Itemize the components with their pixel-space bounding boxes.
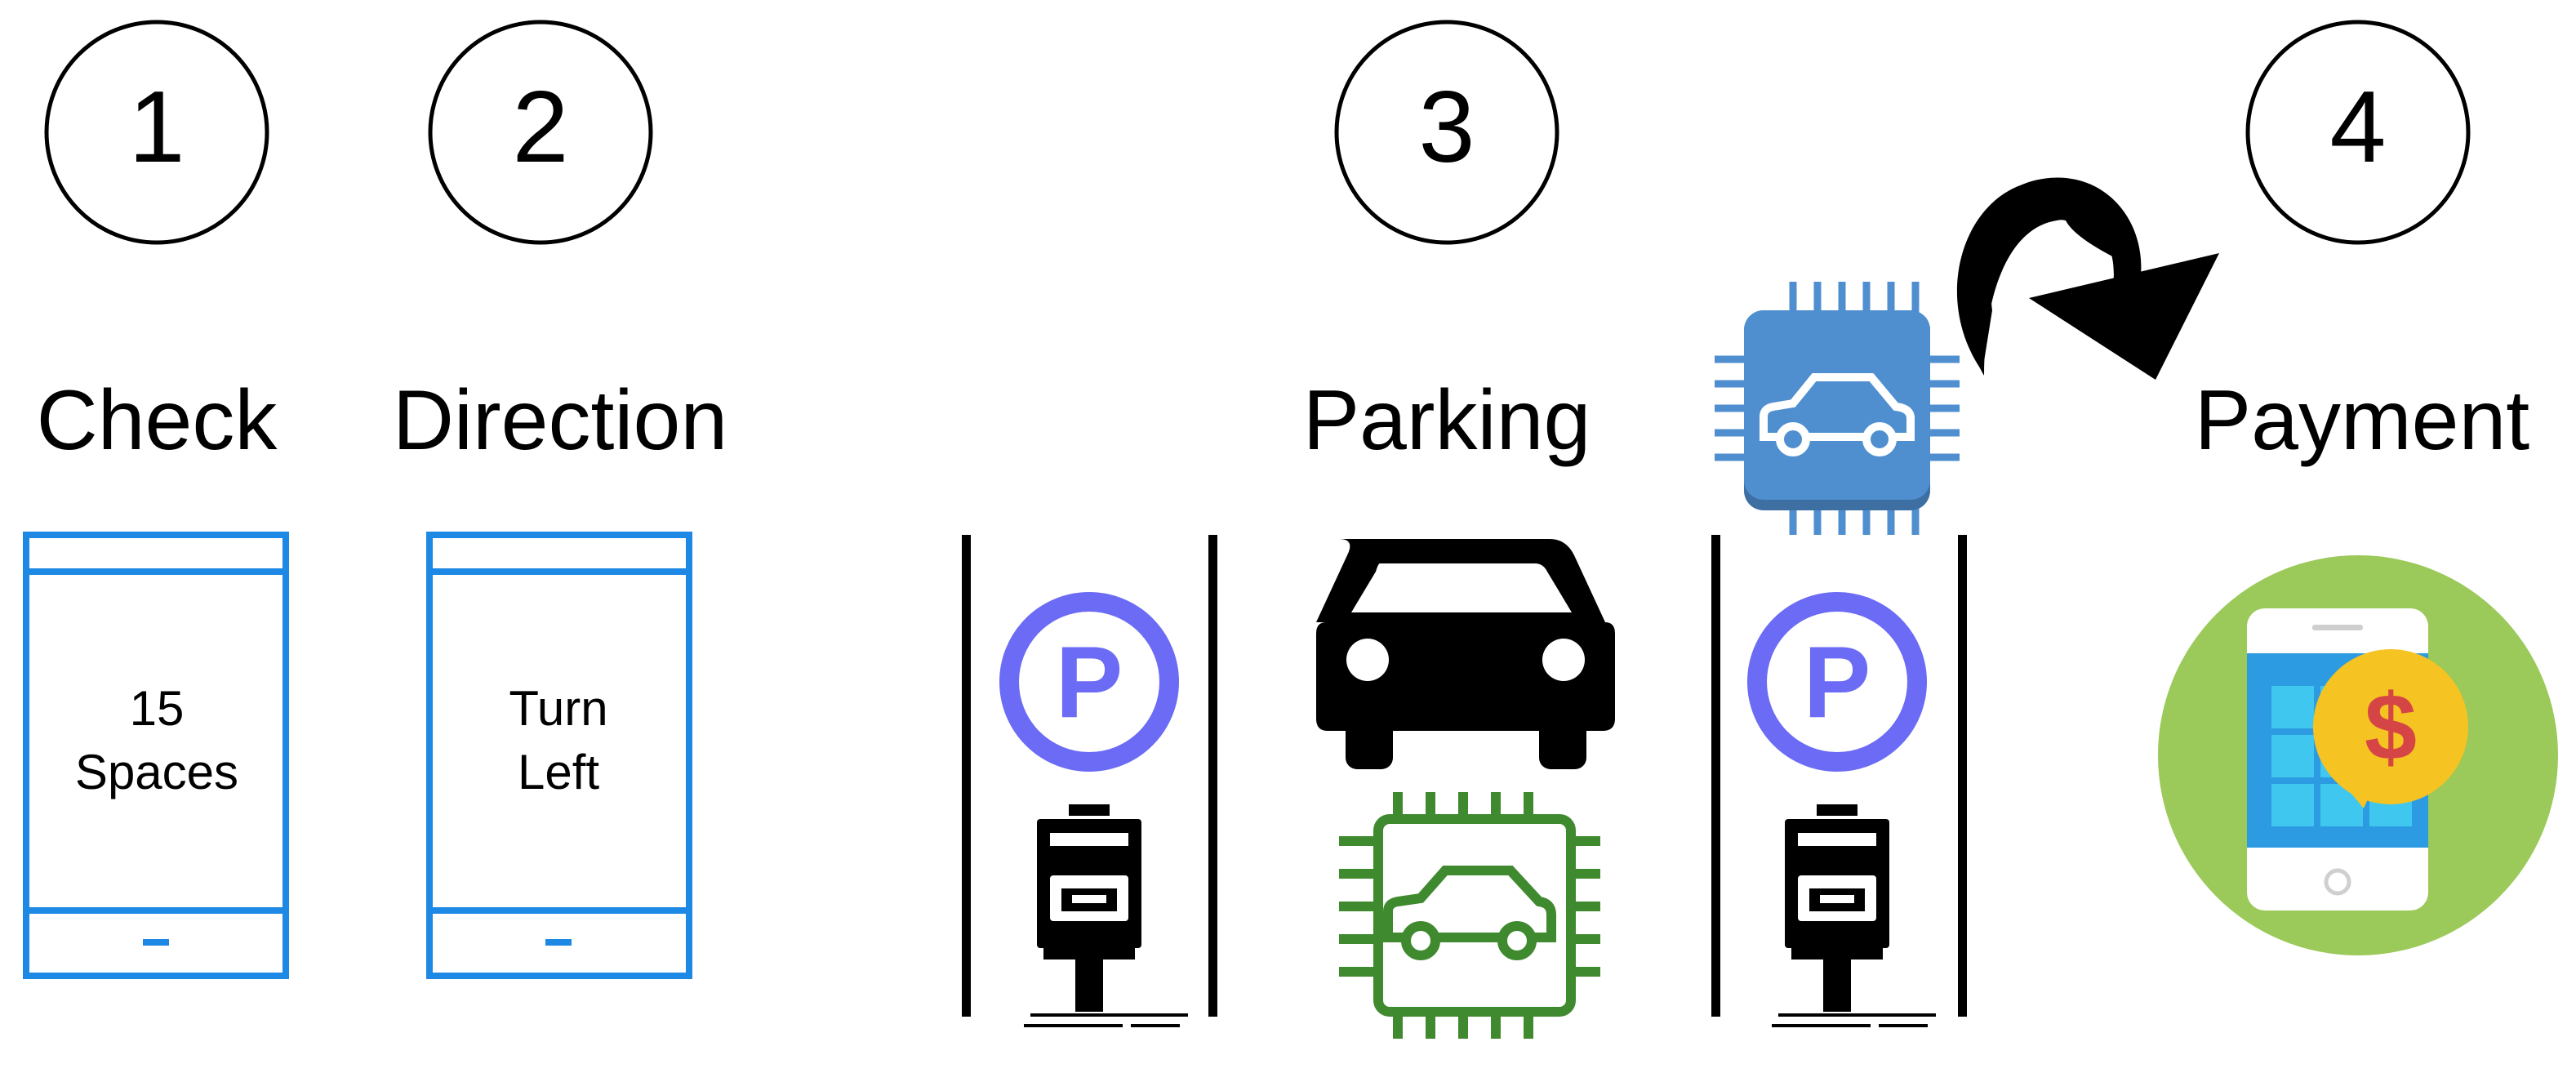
step-3-label: Parking [1303,373,1591,468]
step-3-number: 3 [1419,71,1475,184]
car-sensor-chip-icon [1339,792,1600,1039]
step-4-badge: 4 [2245,20,2471,245]
phone-check-icon: 15 Spaces [23,532,289,979]
parking-sign-right-icon: P [1747,592,1927,772]
parking-bay-lines [962,535,1967,1017]
parking-sign-left-letter: P [1056,626,1123,739]
parking-meter-left-icon [1024,804,1188,1027]
cloud-chip-icon [1715,282,1960,535]
step-2-number: 2 [513,71,569,184]
dollar-sign: $ [2365,675,2417,780]
step-2-label: Direction [393,373,727,468]
parking-meter-right-icon [1772,804,1936,1027]
step-4-label: Payment [2195,373,2530,468]
step-2-badge: 2 [428,20,653,245]
phone-check-line1: 15 [130,681,185,736]
phone-direction-line2: Left [518,745,599,799]
payment-phone-icon: $ [2158,555,2558,955]
phone-check-line2: Spaces [75,745,238,799]
step-3-badge: 3 [1334,20,1559,245]
phone-direction-icon: Turn Left [426,532,692,979]
step-1-badge: 1 [44,20,269,245]
curved-arrow-icon [1956,177,2219,380]
parking-sign-right-letter: P [1804,626,1871,739]
car-icon [1316,539,1615,769]
step-1-label: Check [37,373,278,468]
step-4-number: 4 [2330,71,2387,184]
phone-direction-line1: Turn [509,681,607,736]
step-1-number: 1 [129,71,185,184]
parking-sign-left-icon: P [999,592,1179,772]
